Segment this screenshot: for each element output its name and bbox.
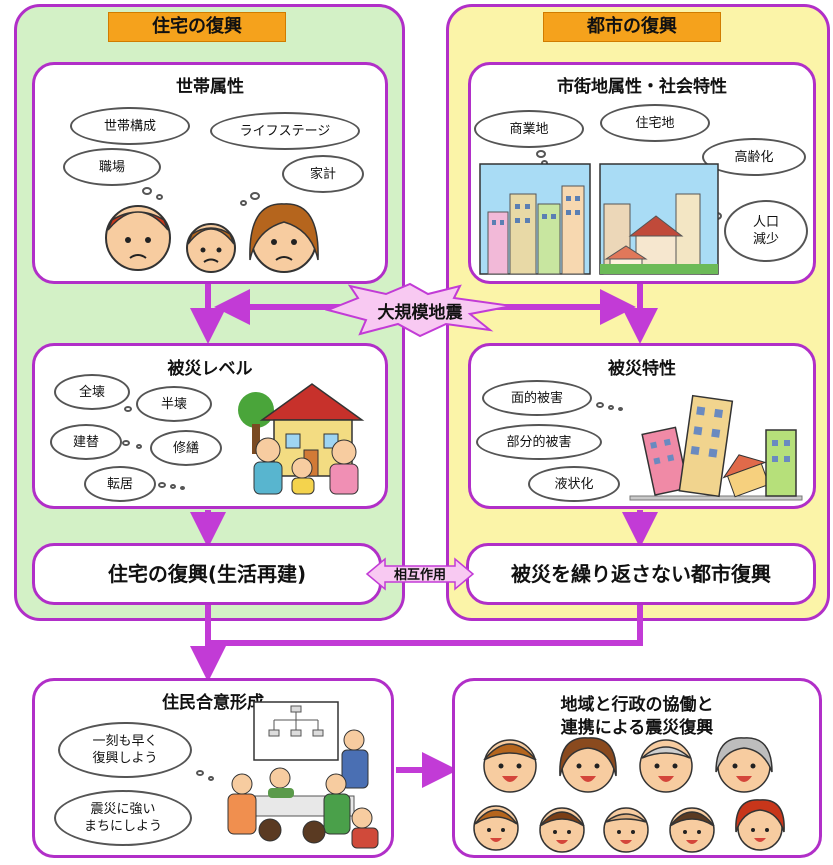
thought-dot (240, 200, 247, 206)
thought-dot (536, 150, 546, 158)
cloud-recover-quickly: 一刻も早く 復興しよう (58, 722, 192, 778)
damage-level-title: 被災レベル (167, 359, 253, 379)
collaboration-title-line1: 地域と行政の協働と (560, 695, 714, 715)
cloud-life-stage: ライフステージ (210, 112, 360, 150)
meeting-illustration (227, 701, 379, 849)
family-house-illustration (238, 383, 365, 495)
housing-recovery-box: 住宅の復興(生活再建) (32, 543, 382, 605)
damage-characteristics-title: 被災特性 (608, 359, 676, 379)
thought-dot (122, 440, 130, 446)
thought-dot (158, 482, 166, 488)
thought-dot (596, 402, 604, 408)
interaction-label: 相互作用 (393, 568, 446, 583)
cloud-household-composition: 世帯構成 (70, 107, 190, 145)
cloud-residential-area: 住宅地 (600, 104, 710, 142)
cloud-area-damage: 面的被害 (482, 380, 592, 416)
earthquake-burst (324, 282, 513, 338)
cloud-relocation: 転居 (84, 466, 156, 502)
cloud-household-finances: 家計 (282, 155, 364, 193)
cloud-commercial-area: 商業地 (474, 110, 584, 148)
thought-dot (156, 194, 163, 200)
cloud-population-decline: 人口 減少 (724, 200, 808, 262)
earthquake-label: 大規模地震 (377, 303, 463, 323)
cloud-total-collapse: 全壊 (54, 374, 130, 410)
cloud-repair: 修繕 (150, 430, 222, 466)
consensus-title: 住民合意形成 (162, 693, 264, 713)
collaboration-title-line2: 連携による震災復興 (560, 718, 714, 738)
thought-dot (136, 444, 142, 449)
thought-dot (142, 187, 152, 195)
housing-panel-title: 住宅の復興 (108, 12, 286, 42)
cloud-disaster-resilient-town: 震災に強い まちにしよう (54, 790, 192, 846)
family-faces-illustration (105, 203, 319, 273)
cloud-aging: 高齢化 (702, 138, 806, 176)
thought-dot (170, 484, 176, 489)
thought-dot (124, 406, 132, 412)
thought-dot (618, 407, 623, 411)
household-title: 世帯属性 (176, 77, 244, 97)
thought-dot (180, 486, 185, 490)
city-recovery-box: 被災を繰り返さない都市復興 (466, 543, 816, 605)
cloud-half-collapse: 半壊 (136, 386, 212, 422)
cloud-workplace: 職場 (63, 148, 161, 186)
cloud-partial-damage: 部分的被害 (476, 424, 602, 460)
city-panel-title: 都市の復興 (543, 12, 721, 42)
cloud-rebuild: 建替 (50, 424, 122, 460)
collapsed-buildings-illustration (629, 394, 803, 501)
community-faces-illustration (473, 737, 785, 853)
thought-dot (608, 405, 614, 410)
thought-dot (208, 776, 214, 781)
urban-attributes-title: 市街地属性・社会特性 (557, 77, 727, 97)
cloud-liquefaction: 液状化 (528, 466, 620, 502)
thought-dot (250, 192, 260, 200)
thought-dot (196, 770, 204, 776)
city-scene-illustration (479, 163, 719, 275)
interaction-double-arrow (365, 557, 475, 591)
